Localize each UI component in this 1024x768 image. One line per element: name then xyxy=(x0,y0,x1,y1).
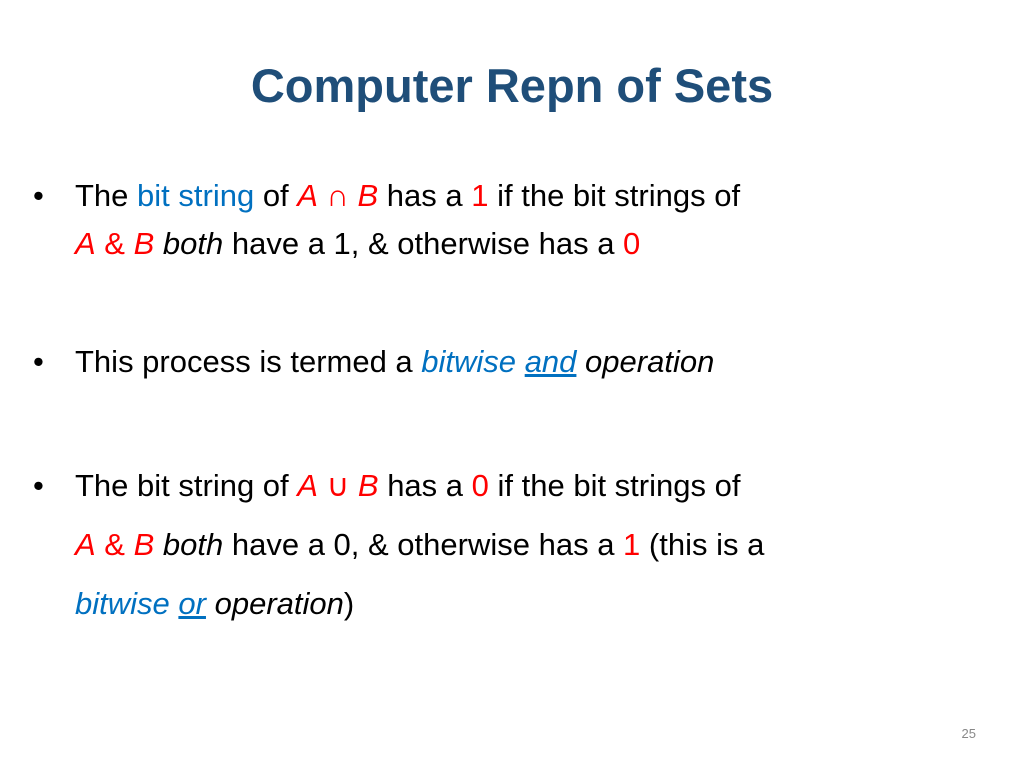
digit-one: 1 xyxy=(623,527,641,562)
text-run: if the bit strings of xyxy=(488,178,741,213)
term-or: or xyxy=(178,586,206,621)
union-symbol: ∪ xyxy=(317,468,358,503)
term-bitwise: bitwise xyxy=(75,586,170,621)
set-b: B xyxy=(133,527,155,562)
set-a: A xyxy=(297,178,318,213)
text-run: have a 0, & otherwise has a xyxy=(223,527,624,562)
text-run: This process is termed a xyxy=(75,344,422,379)
text-run: The bit string of xyxy=(75,468,298,503)
bullet-line: This process is termed a bitwise and ope… xyxy=(75,338,1005,386)
text-run: ) xyxy=(343,586,355,621)
bullet-line: The bit string of A ∩ B has a 1 if the b… xyxy=(75,172,1005,220)
page-number: 25 xyxy=(961,726,976,741)
bullet-line: A & B both have a 0, & otherwise has a 1… xyxy=(75,515,1005,574)
bullet-marker: • xyxy=(33,178,44,213)
set-a: A xyxy=(75,226,96,261)
text-run: if the bit strings of xyxy=(488,468,741,503)
text-run: of xyxy=(254,178,298,213)
text-run: has a xyxy=(378,468,472,503)
text-run xyxy=(206,586,215,621)
text-run: (this is a xyxy=(640,527,765,562)
term-bit-string: bit string xyxy=(137,178,255,213)
bullet-line: A & B both have a 1, & otherwise has a 0 xyxy=(75,220,1005,268)
set-b: B xyxy=(133,226,155,261)
set-a: A xyxy=(297,468,318,503)
bullet-line: The bit string of A ∪ B has a 0 if the b… xyxy=(75,456,1005,515)
ampersand: & xyxy=(95,226,134,261)
text-run xyxy=(154,527,163,562)
term-operation: operation xyxy=(214,586,344,621)
bullet-item-intersection: • The bit string of A ∩ B has a 1 if the… xyxy=(33,172,1005,268)
bullet-item-union: • The bit string of A ∪ B has a 0 if the… xyxy=(33,456,1005,633)
text-run: The xyxy=(75,178,138,213)
digit-one: 1 xyxy=(471,178,489,213)
bullet-marker: • xyxy=(33,468,44,503)
bullet-item-bitwise-and: • This process is termed a bitwise and o… xyxy=(33,338,1005,386)
text-run xyxy=(154,226,163,261)
term-and: and xyxy=(524,344,577,379)
slide-title: Computer Repn of Sets xyxy=(250,59,774,112)
digit-zero: 0 xyxy=(623,226,641,261)
text-run xyxy=(576,344,585,379)
digit-zero: 0 xyxy=(471,468,489,503)
set-a: A xyxy=(75,527,96,562)
term-operation: operation xyxy=(585,344,715,379)
text-run xyxy=(516,344,525,379)
bullet-marker: • xyxy=(33,344,44,379)
bullet-line: bitwise or operation) xyxy=(75,574,1005,633)
word-both: both xyxy=(162,527,224,562)
set-b: B xyxy=(357,178,379,213)
intersection-symbol: ∩ xyxy=(317,178,358,213)
text-run: have a 1, & otherwise has a xyxy=(223,226,624,261)
text-run: has a xyxy=(378,178,472,213)
term-bitwise: bitwise xyxy=(421,344,517,379)
set-b: B xyxy=(357,468,379,503)
ampersand: & xyxy=(95,527,134,562)
word-both: both xyxy=(162,226,224,261)
